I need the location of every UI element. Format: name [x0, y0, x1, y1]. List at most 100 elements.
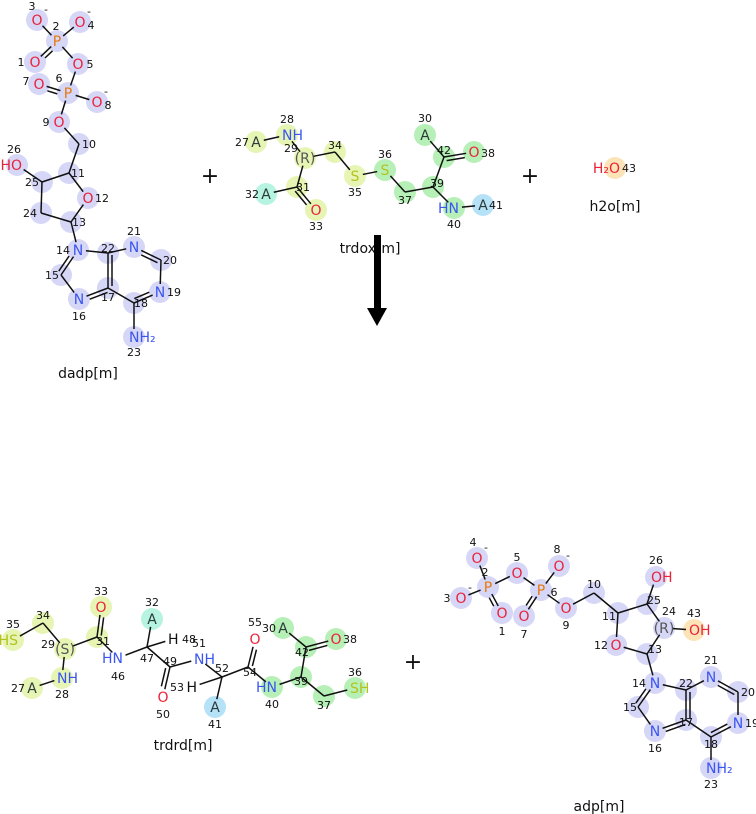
- atom-symbol: HN: [102, 651, 123, 667]
- bond: [432, 186, 449, 203]
- bond: [646, 603, 660, 622]
- atom-index: 22: [679, 677, 693, 690]
- bond: [70, 221, 77, 243]
- atom-index: 17: [679, 716, 693, 729]
- atom-index: 37: [398, 194, 412, 207]
- atom-index: 38: [343, 633, 357, 646]
- bond: [39, 679, 55, 687]
- bond: [362, 170, 378, 176]
- atom-index: 40: [447, 218, 461, 231]
- atom-highlight: [530, 579, 552, 601]
- arrow-head-icon: [367, 308, 387, 326]
- atom-index: 55: [248, 616, 262, 629]
- atom-highlight: [450, 587, 472, 609]
- bond: [461, 205, 476, 208]
- atom-symbol: P: [484, 580, 492, 596]
- atom-index: 21: [704, 654, 718, 667]
- atom-symbol: O: [157, 690, 168, 706]
- bond-double: [140, 254, 158, 264]
- bond: [615, 612, 619, 638]
- atom-index: 32: [145, 596, 159, 609]
- atom-symbol: O: [553, 559, 564, 575]
- bond: [429, 140, 445, 158]
- atom-symbol: O: [511, 566, 522, 582]
- atom-highlight: [294, 147, 316, 169]
- bond: [637, 689, 651, 708]
- bond: [247, 646, 254, 668]
- atom-index: 49: [163, 655, 177, 668]
- atom-symbol: O: [496, 606, 507, 622]
- bond: [146, 640, 166, 648]
- atom-index: 53: [170, 681, 184, 694]
- atom-highlight: [26, 9, 48, 31]
- bond-double: [294, 190, 308, 206]
- atom-index: 52: [215, 662, 229, 675]
- atom-symbol: NH: [194, 652, 215, 668]
- bond: [479, 565, 486, 580]
- bond-double: [160, 667, 167, 687]
- bond-double: [44, 50, 54, 59]
- atom-index: 31: [296, 181, 310, 194]
- atom-index: 11: [71, 167, 85, 180]
- atom-highlight: [414, 124, 436, 146]
- bond: [685, 719, 712, 738]
- atom-highlight: [645, 566, 667, 588]
- atom-symbol: HN: [256, 680, 277, 696]
- bond: [710, 726, 732, 738]
- bond: [432, 156, 445, 188]
- bond: [72, 636, 98, 647]
- atom-symbol: S: [351, 169, 360, 185]
- atom-index: 54: [243, 666, 257, 679]
- bond-double: [89, 291, 108, 300]
- atom-highlight: [28, 73, 50, 95]
- bond-double: [665, 723, 686, 733]
- atom-index: 41: [208, 718, 222, 731]
- bond: [494, 575, 511, 585]
- bond: [216, 676, 223, 700]
- atom-index: 46: [111, 670, 125, 683]
- atom-index: 19: [167, 286, 181, 299]
- bond: [40, 212, 72, 223]
- atom-symbol: (S): [55, 642, 75, 658]
- atom-highlight: [477, 576, 499, 598]
- atom-symbol: H: [168, 632, 179, 648]
- atom-symbol: A: [147, 612, 157, 628]
- bond: [70, 204, 84, 223]
- bond: [146, 626, 152, 648]
- atom-index: 34: [328, 139, 342, 152]
- atom-symbol: O: [72, 57, 83, 73]
- atom-symbol: A: [478, 198, 488, 214]
- atom-index: 42: [437, 144, 451, 157]
- atom-index: 43: [687, 607, 701, 620]
- bond: [62, 26, 75, 37]
- atom-symbol: HO: [0, 158, 22, 174]
- atom-index: 3: [29, 0, 36, 13]
- bond: [204, 663, 223, 678]
- bond-double: [717, 684, 735, 696]
- atom-index: 16: [648, 742, 662, 755]
- atom-highlight: [141, 608, 163, 630]
- atom-index: 8: [554, 543, 561, 556]
- atom-index: 28: [280, 113, 294, 126]
- atom-index: 2: [482, 566, 489, 579]
- atom-index: 34: [36, 609, 50, 622]
- bond: [593, 592, 619, 614]
- atom-index: 15: [623, 701, 637, 714]
- bond: [279, 676, 302, 686]
- bond-double: [446, 156, 465, 162]
- atom-index: 36: [378, 148, 392, 161]
- atom-symbol: O: [471, 551, 482, 567]
- atom-index: 23: [704, 778, 718, 791]
- bond: [296, 186, 312, 205]
- bond: [159, 259, 162, 285]
- bond: [107, 287, 135, 304]
- bond-double: [525, 595, 533, 606]
- atom-highlight: [374, 159, 396, 181]
- atom-highlight: [548, 555, 570, 577]
- atom-highlight: [555, 597, 577, 619]
- atom-index: 25: [25, 176, 39, 189]
- bond: [646, 653, 654, 676]
